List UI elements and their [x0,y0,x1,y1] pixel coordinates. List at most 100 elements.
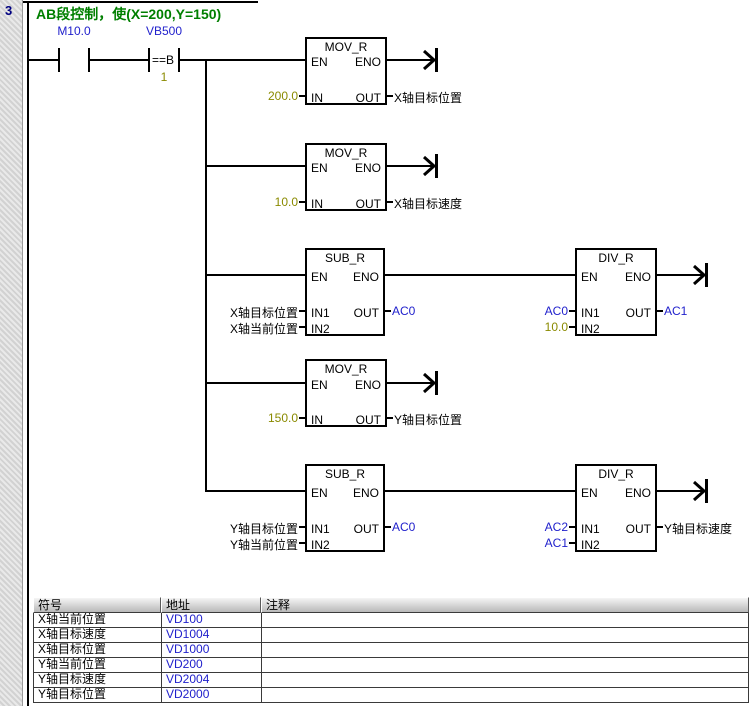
cell-comment[interactable] [261,658,749,673]
pin-tick [299,310,305,312]
operand-in1[interactable]: AC2 [544,520,568,534]
operand-out[interactable]: Y轴目标位置 [394,413,463,427]
operand-out[interactable]: AC1 [664,304,688,318]
cell-symbol[interactable]: Y轴当前位置 [33,658,161,673]
cell-address[interactable]: VD1000 [161,643,261,658]
pin-en: EN [311,378,328,392]
block-title: SUB_R [324,467,365,481]
cell-comment[interactable] [261,628,749,643]
pin-tick [387,417,393,419]
column-header-comment[interactable]: 注释 [261,597,749,613]
pin-tick [657,310,663,312]
operand-in[interactable]: 150.0 [267,411,298,425]
operand-out[interactable]: X轴目标位置 [394,91,463,105]
pin-tick [569,526,575,528]
wire [29,59,58,61]
pin-tick [299,326,305,328]
block-sub-r-1[interactable]: SUB_R EN ENO IN1 IN2 OUT [305,248,385,336]
compare-operand2[interactable]: 1 [160,70,168,84]
pin-out: OUT [355,91,381,105]
network-number: 3 [5,3,13,18]
rung-end-arrow-icon [421,48,438,72]
pin-en: EN [311,161,328,175]
pin-eno: ENO [624,270,651,284]
cell-address[interactable]: VD1004 [161,628,261,643]
wire [180,59,305,61]
cell-address[interactable]: VD100 [161,613,261,628]
table-row: X轴当前位置 VD100 [33,613,749,628]
wire [387,165,421,167]
column-header-symbol[interactable]: 符号 [33,597,161,613]
operand-out[interactable]: Y轴目标速度 [664,522,733,536]
pin-tick [657,526,663,528]
block-title: MOV_R [324,362,368,376]
block-mov-r-2[interactable]: MOV_R EN ENO IN OUT [305,143,387,211]
contact-bar [148,48,150,72]
pin-eno: ENO [624,486,651,500]
block-title: DIV_R [598,251,634,265]
operand-out[interactable]: X轴目标速度 [394,197,463,211]
block-mov-r-3[interactable]: MOV_R EN ENO IN OUT [305,359,387,427]
pin-tick [387,201,393,203]
column-header-address[interactable]: 地址 [161,597,261,613]
network-title[interactable]: AB段控制，使(X=200,Y=150) [36,6,222,22]
symbol-table-header: 符号 地址 注释 [33,597,749,613]
pin-en: EN [311,486,328,500]
operand-in2[interactable]: Y轴当前位置 [229,538,298,552]
operand-in1[interactable]: AC0 [544,304,568,318]
operand-out[interactable]: AC0 [392,520,416,534]
pin-tick [569,310,575,312]
block-title: SUB_R [324,251,365,265]
table-row: Y轴当前位置 VD200 [33,658,749,673]
cell-address[interactable]: VD2004 [161,673,261,688]
cell-comment[interactable] [261,643,749,658]
block-title: MOV_R [324,40,368,54]
operand-in2[interactable]: AC1 [544,536,568,550]
operand-out[interactable]: AC0 [392,304,416,318]
block-div-r-2[interactable]: DIV_R EN ENO IN1 IN2 OUT [575,464,657,552]
block-sub-r-2[interactable]: SUB_R EN ENO IN1 IN2 OUT [305,464,385,552]
block-title: MOV_R [324,146,368,160]
pin-in2: IN2 [581,322,600,336]
cell-symbol[interactable]: Y轴目标位置 [33,688,161,703]
operand-in1[interactable]: Y轴目标位置 [229,522,298,536]
cell-address[interactable]: VD200 [161,658,261,673]
pin-tick [385,526,391,528]
pin-in1: IN1 [581,306,600,320]
pin-out: OUT [355,413,381,427]
contact-operand[interactable]: M10.0 [57,24,91,38]
cell-symbol[interactable]: X轴目标速度 [33,628,161,643]
cell-comment[interactable] [261,613,749,628]
pin-tick [299,417,305,419]
pin-in: IN [311,91,323,105]
symbol-table: 符号 地址 注释 X轴当前位置 VD100 X轴目标速度 VD1004 X轴目标… [33,597,749,703]
operand-in[interactable]: 10.0 [274,195,298,209]
pin-tick [385,310,391,312]
cell-address[interactable]: VD2000 [161,688,261,703]
table-row: Y轴目标速度 VD2004 [33,673,749,688]
cell-comment[interactable] [261,688,749,703]
block-mov-r-1[interactable]: MOV_R EN ENO IN OUT [305,37,387,105]
power-rail [27,2,29,706]
cell-symbol[interactable]: X轴目标位置 [33,643,161,658]
pin-en: EN [581,270,598,284]
cell-comment[interactable] [261,673,749,688]
wire [657,490,691,492]
pin-eno: ENO [352,486,379,500]
pin-en: EN [311,270,328,284]
wire [387,59,421,61]
pin-tick [299,201,305,203]
operand-in2[interactable]: X轴当前位置 [229,322,298,336]
table-row: Y轴目标位置 VD2000 [33,688,749,703]
operand-in[interactable]: 200.0 [267,89,298,103]
pin-out: OUT [353,522,379,536]
operand-in2[interactable]: 10.0 [544,320,568,334]
block-div-r-1[interactable]: DIV_R EN ENO IN1 IN2 OUT [575,248,657,336]
cell-symbol[interactable]: Y轴目标速度 [33,673,161,688]
wire [206,382,305,384]
operand-in1[interactable]: X轴目标位置 [229,306,298,320]
contact-operand[interactable]: VB500 [145,24,183,38]
block-title: DIV_R [598,467,634,481]
cell-symbol[interactable]: X轴当前位置 [33,613,161,628]
